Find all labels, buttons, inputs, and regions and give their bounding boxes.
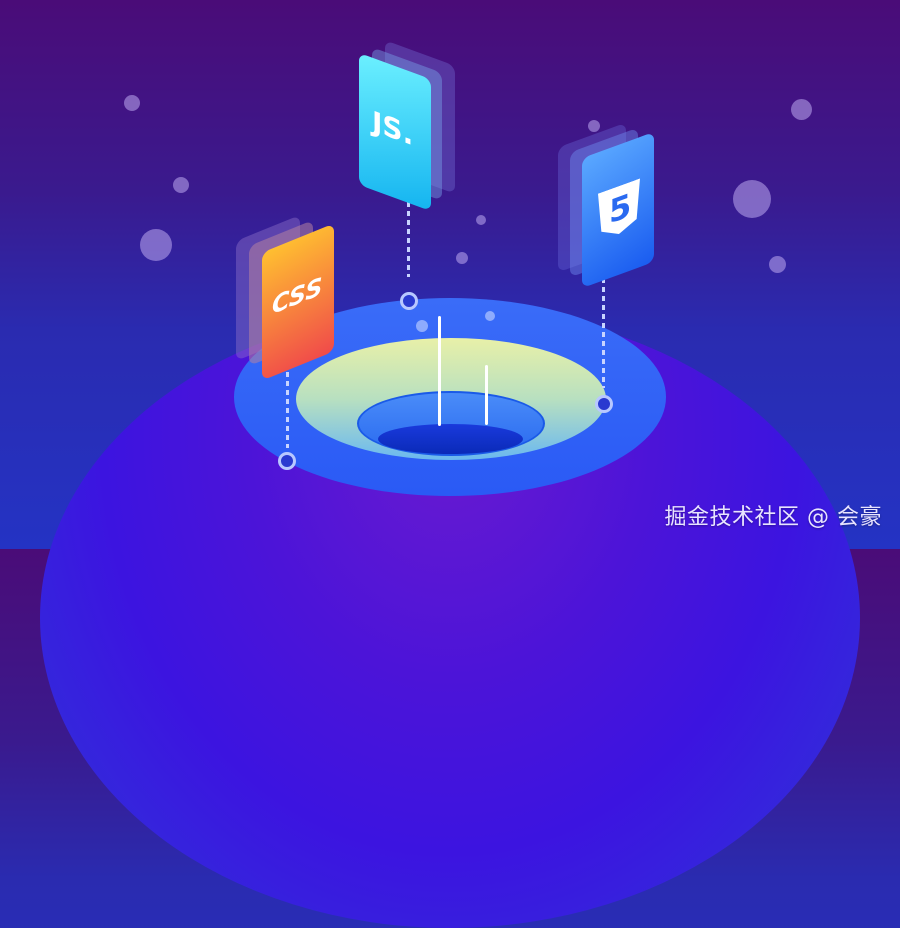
portal-hole [378, 424, 523, 454]
bubble [733, 180, 771, 218]
watermark: 掘金技术社区 @ 会豪 [664, 505, 882, 530]
connector-node [400, 292, 418, 310]
bubble [456, 252, 468, 264]
light-beam [438, 316, 441, 426]
dotted-connector [286, 363, 289, 448]
bubble [476, 215, 486, 225]
bubble [588, 120, 600, 132]
light-beam [485, 365, 488, 425]
bubble [769, 256, 786, 273]
connector-node [595, 395, 613, 413]
dotted-connector [602, 278, 605, 388]
bubble [791, 99, 812, 120]
bubble [485, 311, 495, 321]
connector-node [278, 452, 296, 470]
dotted-connector [407, 202, 410, 277]
bubble [416, 320, 428, 332]
bubble [140, 229, 172, 261]
bubble [173, 177, 189, 193]
bubble [124, 95, 140, 111]
